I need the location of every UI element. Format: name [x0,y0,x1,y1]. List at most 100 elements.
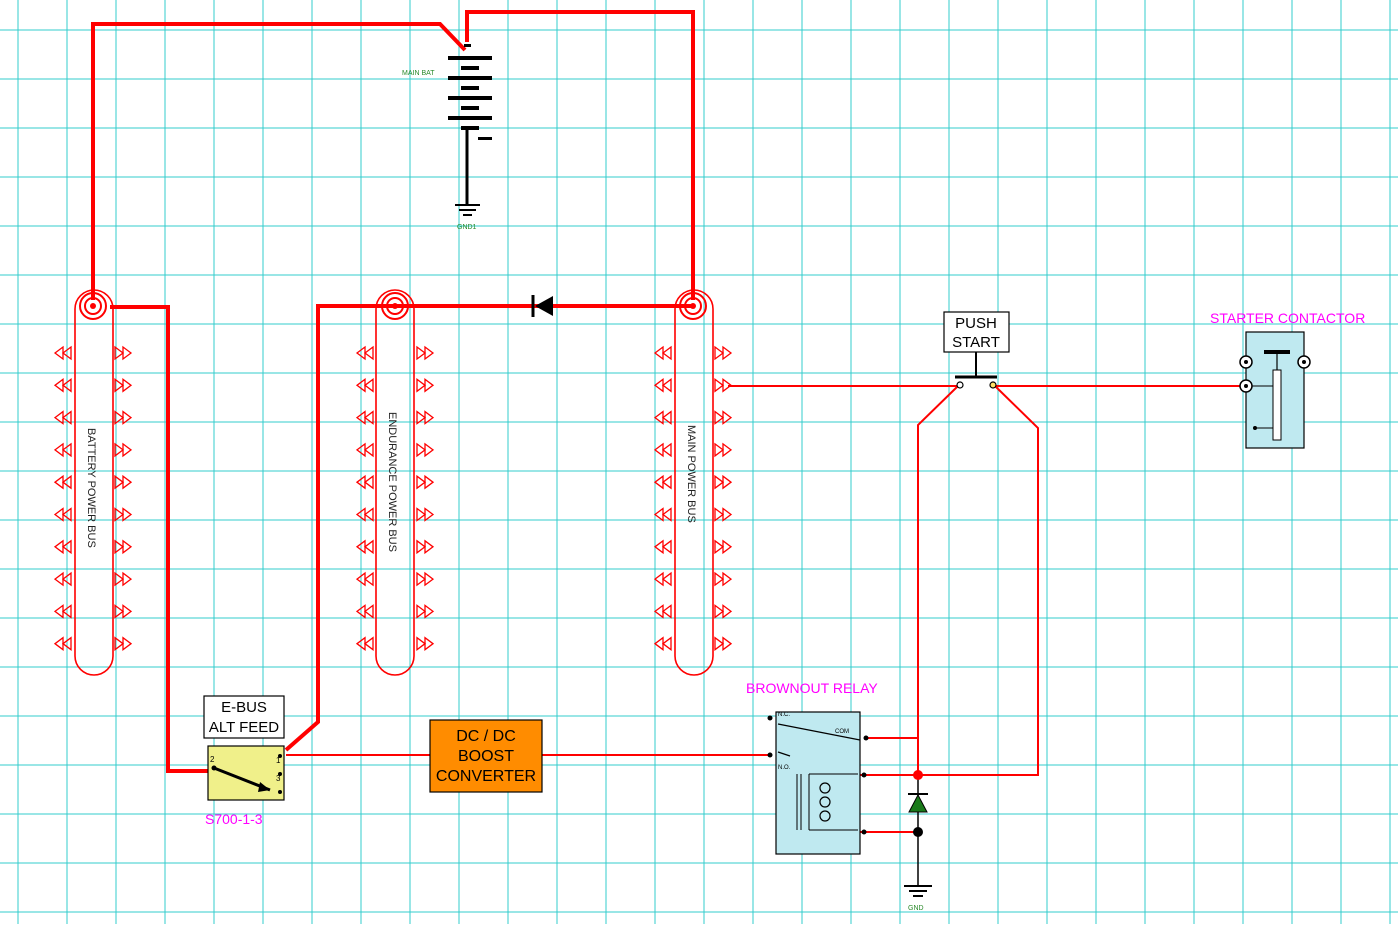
bus-terminal-right[interactable] [416,571,427,587]
main-power-bus[interactable]: MAIN POWER BUS [653,289,733,676]
bus-terminal-left[interactable] [363,474,374,490]
bus-terminal-right[interactable] [416,442,427,458]
bus-terminal-left[interactable] [61,604,72,619]
bus-terminal-right[interactable] [714,345,725,361]
bus-terminal-right[interactable] [114,571,125,587]
endurance-power-bus[interactable]: ENDURANCE POWER BUS [355,289,435,676]
bus-terminal-right[interactable] [114,377,125,393]
bus-terminal-right[interactable] [114,539,125,555]
bus-terminal-left[interactable] [363,636,374,652]
thick-wires [91,10,695,773]
bus-terminal-left-outer [355,377,366,393]
bus-terminal-right[interactable] [114,410,125,425]
bus-terminal-left-outer [53,539,64,555]
bus-terminal-left[interactable] [61,507,72,522]
bus-terminal-left[interactable] [661,571,672,587]
bus-terminal-left[interactable] [363,507,374,522]
bus-terminal-left-outer [53,377,64,393]
bus-terminal-right[interactable] [114,636,125,652]
dcdc-boost-converter[interactable]: DC / DC BOOST CONVERTER [429,719,543,793]
bus-terminal-right[interactable] [714,377,725,393]
bus-terminal-left-outer [653,377,664,393]
bus-terminal-left[interactable] [661,539,672,555]
battery-power-bus[interactable]: BATTERY POWER BUS [53,289,133,676]
wire-main-bus-to-bat [465,10,695,300]
bus-terminal-right[interactable] [714,442,725,458]
brownout-relay[interactable]: BROWNOUT RELAY N.C. N.O. COM [746,680,932,912]
bus-terminal-right[interactable] [416,377,427,393]
bus-terminal-left[interactable] [363,377,374,393]
bus-terminal-left[interactable] [61,345,72,361]
bus-terminal-right[interactable] [416,474,427,490]
push-start-switch[interactable]: PUSH START [943,311,1010,389]
bus-terminal-left[interactable] [61,442,72,458]
bus-terminal-right-outer [722,507,733,522]
bus-terminals [653,345,733,652]
bus-terminal-right[interactable] [714,604,725,619]
bus-terminal-left-outer [53,507,64,522]
svg-text:2: 2 [210,755,215,764]
bus-terminal-left-outer [355,442,366,458]
bus-terminal-left[interactable] [363,604,374,619]
bus-terminal-right[interactable] [416,507,427,522]
bus-terminal-left[interactable] [61,539,72,555]
bus-terminal-right[interactable] [416,410,427,425]
converter-line1: DC / DC [456,728,516,745]
bus-terminal-right[interactable] [114,345,125,361]
starter-contactor[interactable]: STARTER CONTACTOR [1210,310,1365,449]
bus-terminal-left[interactable] [661,410,672,425]
bus-terminal-right[interactable] [714,410,725,425]
bus-terminal-right[interactable] [714,636,725,652]
bus-terminal-left[interactable] [61,636,72,652]
bus-terminal-left[interactable] [61,474,72,490]
bus-terminal-right-outer [424,507,435,522]
bus-terminal-left[interactable] [661,507,672,522]
relay-nc-label: N.C. [778,712,790,718]
ebus-alt-feed-switch[interactable]: E-BUS ALT FEED 2 1 3 S700-1-3 [203,695,285,827]
bus-terminal-right[interactable] [114,474,125,490]
bus-terminal-left[interactable] [661,636,672,652]
bus-terminal-right[interactable] [714,571,725,587]
bus-terminal-right[interactable] [714,507,725,522]
bus-terminal-left[interactable] [661,442,672,458]
bus-terminal-right[interactable] [416,636,427,652]
bus-terminal-left[interactable] [363,410,374,425]
bus-terminal-left[interactable] [61,377,72,393]
battery-icon[interactable]: MAIN BAT [402,44,492,205]
bus-terminal-right[interactable] [114,604,125,619]
bus-terminal-right[interactable] [714,539,725,555]
bus-terminal-left-outer [653,571,664,587]
bus-terminal-left[interactable] [363,539,374,555]
bus-terminal-left[interactable] [61,571,72,587]
bus-terminal-left[interactable] [661,345,672,361]
bus-terminal-left[interactable] [661,474,672,490]
bus-terminal-right-outer [122,474,133,490]
bus-terminal-right[interactable] [416,539,427,555]
bus-terminal-left[interactable] [363,345,374,361]
bus-terminal-left-outer [653,507,664,522]
ground-icon: GND1 [455,204,480,231]
bus-terminals [53,345,133,652]
bus-terminal-right-outer [722,442,733,458]
bus-terminal-right[interactable] [416,345,427,361]
bus-terminal-right[interactable] [714,474,725,490]
bus-terminal-left[interactable] [61,410,72,425]
bus-terminal-left[interactable] [363,442,374,458]
bus-terminal-left[interactable] [661,604,672,619]
converter-line2: BOOST [458,748,514,765]
bus-terminal-left-outer [355,571,366,587]
bus-terminal-left[interactable] [661,377,672,393]
ground-label-gnd1: GND1 [457,224,477,231]
brownout-relay-label: BROWNOUT RELAY [746,680,878,696]
relay-contacts: N.C. N.O. COM [767,712,869,771]
relay-no-label: N.O. [778,765,791,771]
bus-terminal-right[interactable] [114,442,125,458]
bus-terminal-left-outer [653,442,664,458]
diode-icon[interactable] [531,295,553,317]
bus-terminal-right-outer [424,474,435,490]
bus-terminal-right[interactable] [416,604,427,619]
bus-terminal-right[interactable] [114,507,125,522]
bus-terminal-left[interactable] [363,571,374,587]
